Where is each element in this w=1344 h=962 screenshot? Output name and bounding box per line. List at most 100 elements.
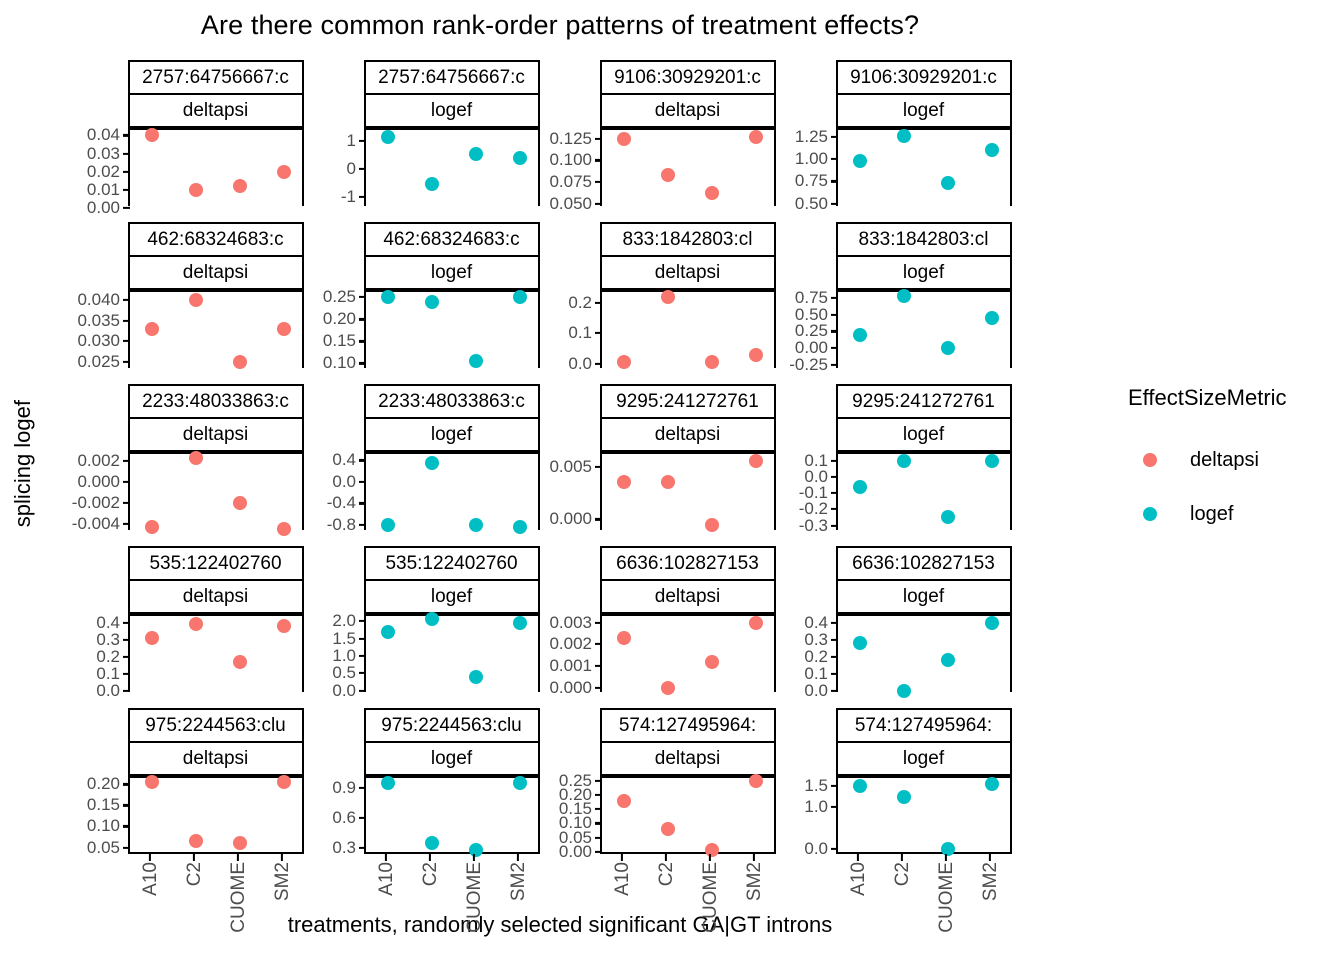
data-point [617, 355, 631, 370]
x-axis-tick-label: CUOME [936, 862, 957, 933]
data-point [985, 311, 999, 325]
x-axis-tick [280, 854, 284, 861]
data-point [233, 836, 247, 851]
data-point [513, 290, 527, 305]
facet-strip-metric: deltapsi [600, 418, 776, 452]
facet-strip-intron-label: 9106:30929201:c [614, 67, 761, 88]
legend-dot-icon [1143, 453, 1157, 467]
y-axis-tick [359, 637, 366, 640]
y-axis-tick-label: 0.4 [332, 450, 356, 470]
y-axis-tick-label: 0.0 [804, 838, 828, 858]
facet-strip-metric-label: deltapsi [654, 586, 721, 607]
y-axis-tick [831, 689, 838, 692]
data-point [469, 146, 483, 161]
y-axis-tick [359, 140, 366, 143]
x-axis-tick [472, 854, 476, 861]
data-point [513, 150, 527, 165]
legend-item-logef[interactable]: logef [1128, 487, 1287, 541]
y-axis-tick [123, 134, 130, 137]
facet-strip-metric: logef [836, 94, 1012, 128]
y-axis-tick-label: 0.05 [86, 837, 120, 857]
data-point [941, 341, 955, 355]
data-point [617, 131, 631, 146]
y-axis-tick [595, 793, 602, 797]
y-axis-tick-label: 0.5 [332, 663, 356, 683]
facet-strip-intron: 833:1842803:cl [836, 222, 1012, 256]
y-axis-tick-label: 0.75 [794, 171, 828, 191]
x-axis-tick-label: SM2 [272, 862, 293, 902]
data-point [469, 518, 483, 532]
facet-strip-intron: 535:122402760 [128, 546, 304, 580]
y-axis-tick-label: 0.0 [96, 680, 120, 700]
y-axis-tick [359, 689, 366, 692]
y-axis-tick-label: 0.002 [77, 451, 120, 471]
facet-strip-intron-label: 975:2244563:clu [381, 715, 522, 736]
y-axis-tick [123, 655, 130, 658]
x-axis-tick [664, 854, 668, 861]
data-point [941, 176, 955, 191]
facet-strip-metric-label: deltapsi [654, 424, 721, 445]
x-axis-tick [236, 854, 240, 861]
facet-strip-metric-label: logef [902, 586, 945, 607]
facet-strip-intron: 975:2244563:clu [364, 708, 540, 742]
facet-strip-metric-label: deltapsi [182, 100, 249, 121]
facet-strip-metric: deltapsi [600, 94, 776, 128]
y-axis-tick-label: -1 [340, 186, 356, 206]
data-point [661, 289, 675, 304]
facet-strip-intron: 9106:30929201:c [600, 60, 776, 94]
data-point [853, 636, 867, 651]
data-point [897, 683, 911, 698]
y-axis-tick-label: 0.030 [77, 331, 120, 351]
legend-item-deltapsi[interactable]: deltapsi [1128, 433, 1287, 487]
y-axis-tick-label: 0.4 [96, 612, 120, 632]
facet-strip-intron-label: 2757:64756667:c [378, 67, 525, 88]
facet-strip-intron: 574:127495964: [600, 708, 776, 742]
y-axis-tick [831, 491, 838, 495]
facet-strip-metric-label: logef [430, 262, 473, 283]
legend-key [1128, 492, 1172, 536]
data-point [469, 843, 483, 857]
data-point [749, 347, 763, 362]
data-point [513, 776, 527, 790]
y-axis-tick [831, 524, 838, 527]
y-axis-tick-label: 0 [346, 159, 356, 178]
facet-strip-intron-label: 2233:48033863:c [142, 391, 289, 412]
y-axis-tick [123, 825, 130, 828]
y-axis-tick [595, 664, 602, 667]
y-axis-tick-label: 0.20 [322, 309, 356, 329]
y-axis-tick [359, 846, 366, 850]
facet-strip-intron-label: 535:122402760 [385, 553, 518, 574]
y-axis-tick-label: 0.2 [804, 646, 828, 666]
data-point [985, 777, 999, 792]
facet-strip-metric: deltapsi [128, 418, 304, 452]
y-axis-tick [831, 459, 838, 462]
y-axis-tick-label: 0.02 [86, 161, 120, 181]
data-point [749, 615, 763, 630]
y-axis-tick-label: 1.25 [794, 127, 828, 147]
data-point [941, 841, 955, 856]
data-point [661, 680, 675, 695]
y-axis-tick [595, 836, 602, 839]
y-axis-tick [123, 522, 130, 525]
data-point [897, 789, 911, 804]
y-axis-tick [831, 672, 838, 675]
facet-strip-intron-label: 462:68324683:c [147, 229, 284, 250]
x-axis-tick [708, 854, 712, 861]
facet-strip-metric-label: logef [430, 748, 473, 769]
data-point [189, 617, 203, 632]
y-axis-tick-label: 1.0 [804, 797, 828, 817]
